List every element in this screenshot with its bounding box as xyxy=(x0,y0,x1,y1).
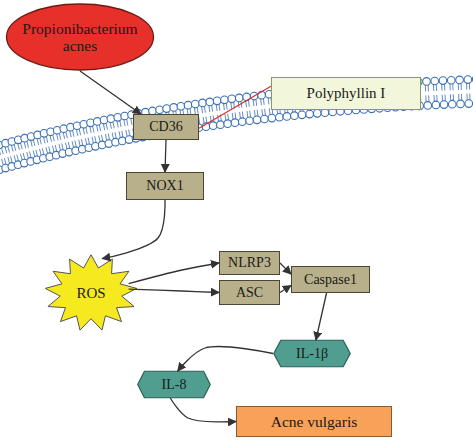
ros-burst: ROS xyxy=(44,254,138,332)
enzyme-box: NOX1 xyxy=(126,172,204,200)
lipid-head xyxy=(217,121,225,129)
node-label: IL-8 xyxy=(162,377,187,392)
ellipse-shape xyxy=(7,4,154,70)
pathway-arrow xyxy=(129,289,219,292)
lipid-head xyxy=(213,97,221,105)
lipid-head xyxy=(276,113,284,121)
hexagon-shape xyxy=(274,340,350,366)
hexagon-shape xyxy=(138,371,211,397)
bacterium-ellipse: Propionibacterium acnes xyxy=(5,3,155,71)
lipid-head xyxy=(465,100,473,108)
lipid-head xyxy=(424,102,432,110)
node-label: ROS xyxy=(76,285,105,302)
lipid-head xyxy=(283,113,291,121)
lipid-head xyxy=(202,123,210,131)
lipid-head xyxy=(163,105,171,113)
lipid-head xyxy=(243,93,251,101)
lipid-head xyxy=(100,116,108,124)
receptor-box: CD36 xyxy=(133,114,199,140)
lipid-head xyxy=(464,76,472,84)
lipid-head xyxy=(423,78,431,86)
lipid-head xyxy=(253,116,261,124)
star-shape xyxy=(45,255,136,330)
node-label: NLRP3 xyxy=(228,255,271,270)
lipid-head xyxy=(206,98,214,106)
lipid-head xyxy=(431,77,439,85)
lipid-heads xyxy=(0,75,473,175)
pathway-arrow xyxy=(102,200,165,259)
inflammasome-box: NLRP3 xyxy=(219,251,280,275)
inhibition-line xyxy=(199,86,271,128)
lipid-head xyxy=(114,114,122,122)
lipid-head xyxy=(432,101,440,109)
lipid-head xyxy=(456,76,464,84)
node-label: IL-1β xyxy=(296,346,328,361)
lipid-head xyxy=(268,114,276,122)
lipid-head xyxy=(177,102,185,110)
cytokine-hexagon: IL-8 xyxy=(137,371,211,398)
lipid-head xyxy=(209,122,217,130)
lipid-head xyxy=(184,101,192,109)
outcome-box: Acne vulgaris xyxy=(236,406,392,437)
lipid-head xyxy=(439,77,447,85)
node-label: Acne vulgaris xyxy=(271,413,358,430)
lipid-head xyxy=(440,101,448,109)
lipid-head xyxy=(258,91,266,99)
pathway-arrow xyxy=(170,398,236,422)
lipid-head xyxy=(221,96,229,104)
lipid-head xyxy=(291,112,299,120)
node-label: CD36 xyxy=(149,119,182,134)
caspase-box: Caspase1 xyxy=(291,266,370,293)
node-label: Propionibacterium acnes xyxy=(15,20,145,54)
node-label: NOX1 xyxy=(146,178,183,193)
lipid-head xyxy=(156,106,164,114)
lipid-head xyxy=(306,110,314,118)
pathway-arrow xyxy=(316,293,327,340)
lipid-head xyxy=(472,75,473,83)
pathway-arrow xyxy=(280,285,291,292)
lipid-head xyxy=(235,94,243,102)
lipid-head xyxy=(261,115,269,123)
inhibitor-box: Polyphyllin I xyxy=(271,77,421,110)
node-label: ASC xyxy=(236,285,263,300)
lipid-head xyxy=(125,136,133,144)
lipid-head xyxy=(170,104,178,112)
cytokine-hexagon: IL-1β xyxy=(273,340,351,367)
lipid-head xyxy=(238,118,246,126)
lipid-head xyxy=(107,115,115,123)
pathway-arrow xyxy=(80,71,141,114)
lipid-head xyxy=(448,100,456,108)
pathway-arrow xyxy=(129,263,219,284)
pathway-arrow xyxy=(165,140,166,172)
lipid-head xyxy=(231,119,239,127)
lipid-head xyxy=(228,95,236,103)
lipid-head xyxy=(121,112,129,120)
lipid-head xyxy=(191,100,199,108)
adaptor-box: ASC xyxy=(219,280,280,305)
lipid-head xyxy=(246,117,254,125)
lipid-head xyxy=(199,99,207,107)
lipid-head xyxy=(298,111,306,119)
node-label: Polyphyllin I xyxy=(307,85,386,102)
lipid-head xyxy=(224,120,232,128)
pathway-arrow xyxy=(280,263,291,274)
lipid-head xyxy=(447,76,455,84)
lipid-head xyxy=(313,110,321,118)
lipid-head xyxy=(457,100,465,108)
node-label: Caspase1 xyxy=(304,272,357,287)
pathway-arrow xyxy=(178,347,273,371)
lipid-head xyxy=(250,92,258,100)
